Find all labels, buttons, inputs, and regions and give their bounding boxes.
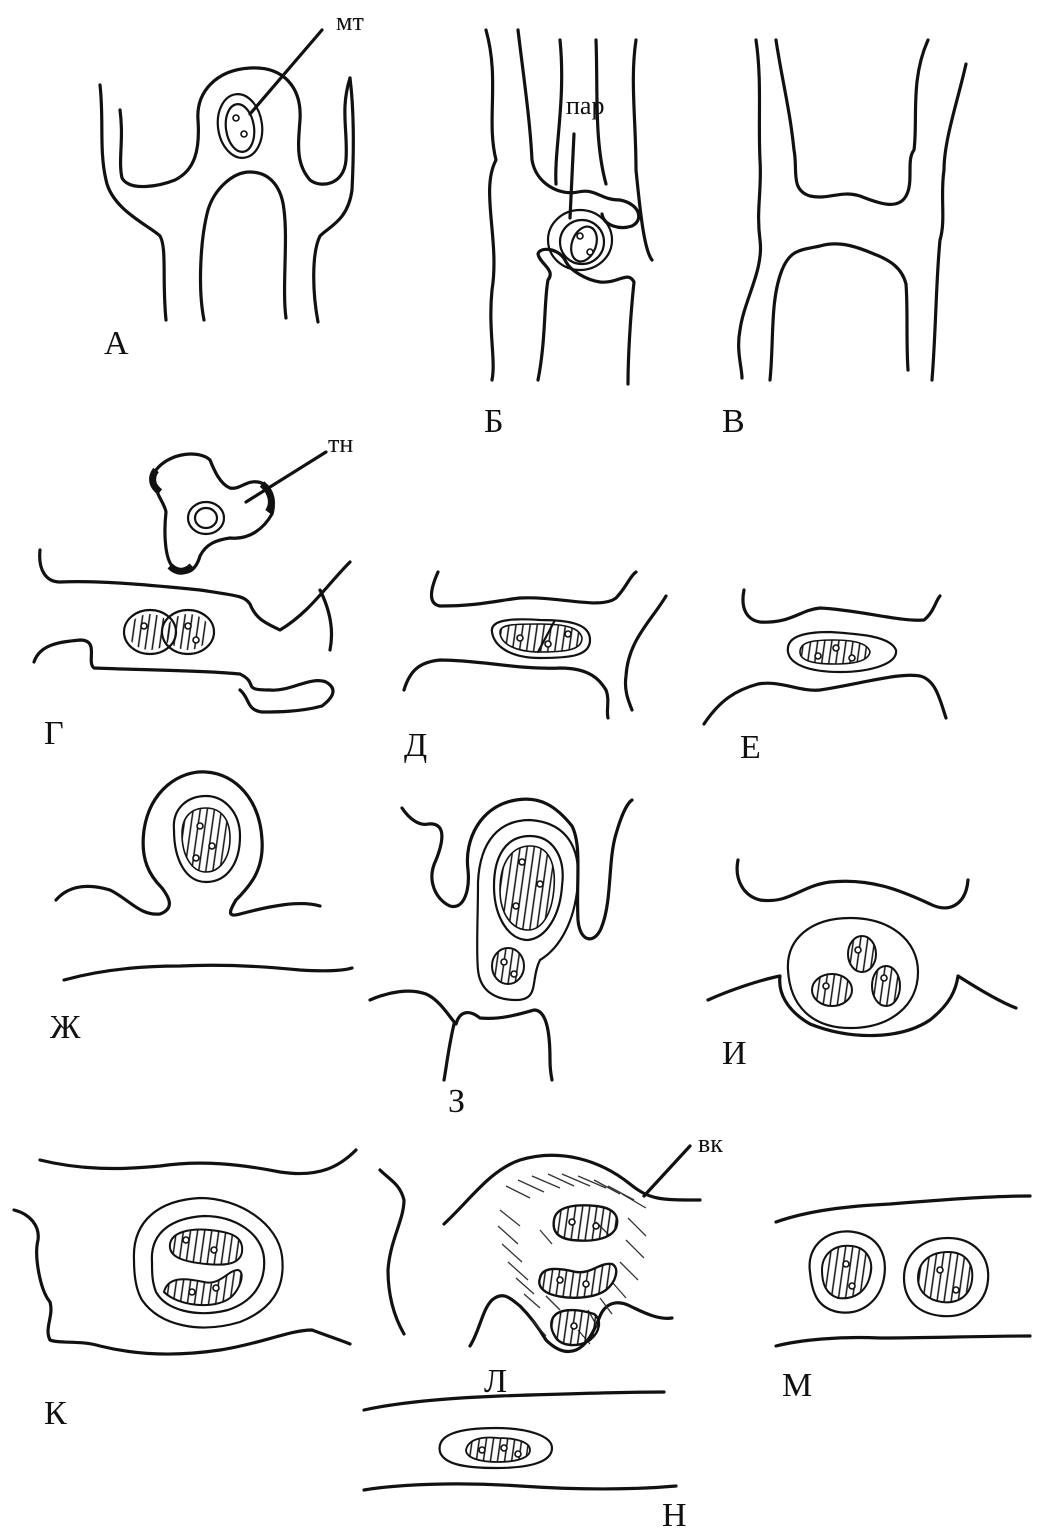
panel-e-drawing xyxy=(704,590,946,724)
panel-b-drawing xyxy=(486,30,652,384)
panel-zh-drawing xyxy=(56,772,352,980)
panel-label-n: Н xyxy=(662,1497,687,1532)
panel-label-b: Б xyxy=(484,403,504,440)
panel-label-k: К xyxy=(44,1395,67,1432)
panel-d-drawing xyxy=(404,572,666,718)
panel-v-drawing xyxy=(739,40,966,380)
label-vk: вк xyxy=(698,1129,723,1158)
panel-g-drawing xyxy=(34,452,350,712)
panel-label-g: Г xyxy=(44,715,64,752)
panel-k-drawing xyxy=(14,1150,404,1354)
panel-label-e: Е xyxy=(740,729,761,766)
panel-label-i: И xyxy=(722,1035,747,1072)
panel-label-m: М xyxy=(782,1367,812,1404)
panel-z-drawing xyxy=(370,799,632,1080)
panel-a-drawing xyxy=(100,30,353,322)
label-tn: тн xyxy=(328,429,353,458)
panel-label-v: В xyxy=(722,403,745,440)
label-par: пар xyxy=(566,91,604,120)
panel-label-zh: Ж xyxy=(50,1009,81,1046)
label-mt: мт xyxy=(336,7,364,36)
panel-label-d: Д xyxy=(404,727,427,764)
panel-m-drawing xyxy=(776,1196,1030,1346)
panel-i-drawing xyxy=(708,860,1016,1036)
panel-label-z: З xyxy=(448,1083,465,1120)
panel-n-drawing xyxy=(364,1392,676,1490)
panel-l-drawing xyxy=(444,1146,700,1352)
panel-label-a: А xyxy=(104,325,129,362)
